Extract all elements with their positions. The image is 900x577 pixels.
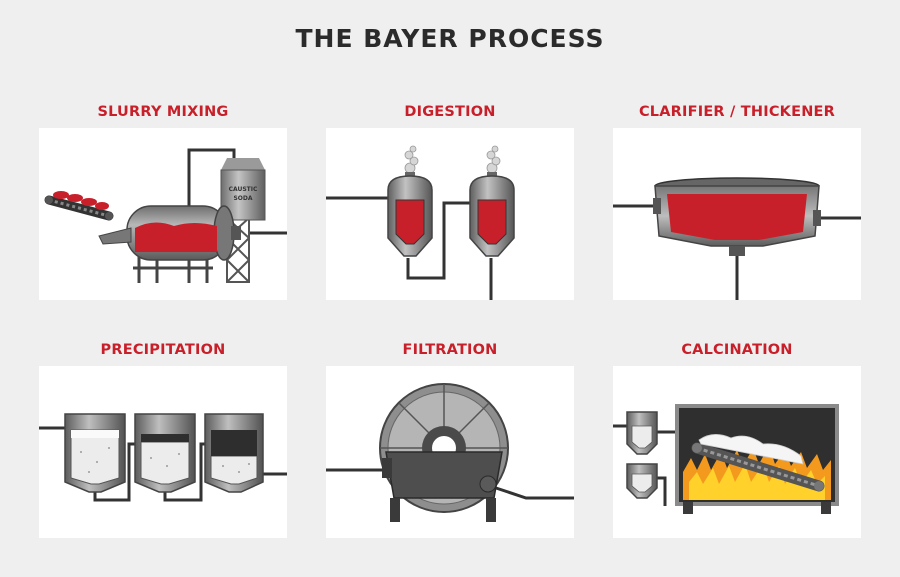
step-label-calcination: CALCINATION <box>681 342 793 358</box>
digester-vessel-1 <box>387 172 433 257</box>
panel-filtration <box>326 366 574 538</box>
precipitator-tank-1 <box>64 413 126 493</box>
panel-slurry-mixing: CAUSTIC SODA <box>39 128 287 300</box>
cyclone-vessel-1 <box>626 411 658 455</box>
mixer-drum <box>126 205 241 261</box>
panel-clarifier-thickener <box>613 128 861 300</box>
tank-label-line2: SODA <box>233 195 252 202</box>
filtration-illustration <box>326 383 574 522</box>
clarifier-tank <box>653 177 821 256</box>
step-label-slurry-mixing: SLURRY MIXING <box>97 104 229 120</box>
step-label-filtration: FILTRATION <box>402 342 498 358</box>
precipitator-tank-2 <box>134 413 196 493</box>
conveyor-belt <box>44 191 114 221</box>
digestion-illustration <box>326 145 515 300</box>
filter-base-housing <box>382 451 503 522</box>
tank-label-line1: CAUSTIC <box>229 186 258 193</box>
digester-vessel-2 <box>469 172 515 257</box>
step-label-digestion: DIGESTION <box>404 104 496 120</box>
slurry-mixing-illustration: CAUSTIC SODA <box>44 148 287 283</box>
panel-digestion <box>326 128 574 300</box>
kiln-furnace <box>675 404 839 514</box>
panel-calcination <box>613 366 861 538</box>
clarifier-illustration <box>613 177 861 300</box>
cyclone-vessel-2 <box>626 463 658 499</box>
precipitator-tank-3 <box>204 413 264 493</box>
panel-precipitation <box>39 366 287 538</box>
precipitation-illustration <box>39 413 287 502</box>
calcination-illustration <box>613 404 839 514</box>
step-label-clarifier-thickener: CLARIFIER / THICKENER <box>638 104 836 120</box>
step-label-precipitation: PRECIPITATION <box>100 342 226 358</box>
page-title: THE BAYER PROCESS <box>295 24 605 53</box>
kiln-conveyor <box>691 434 825 492</box>
steam-puff <box>404 145 501 174</box>
